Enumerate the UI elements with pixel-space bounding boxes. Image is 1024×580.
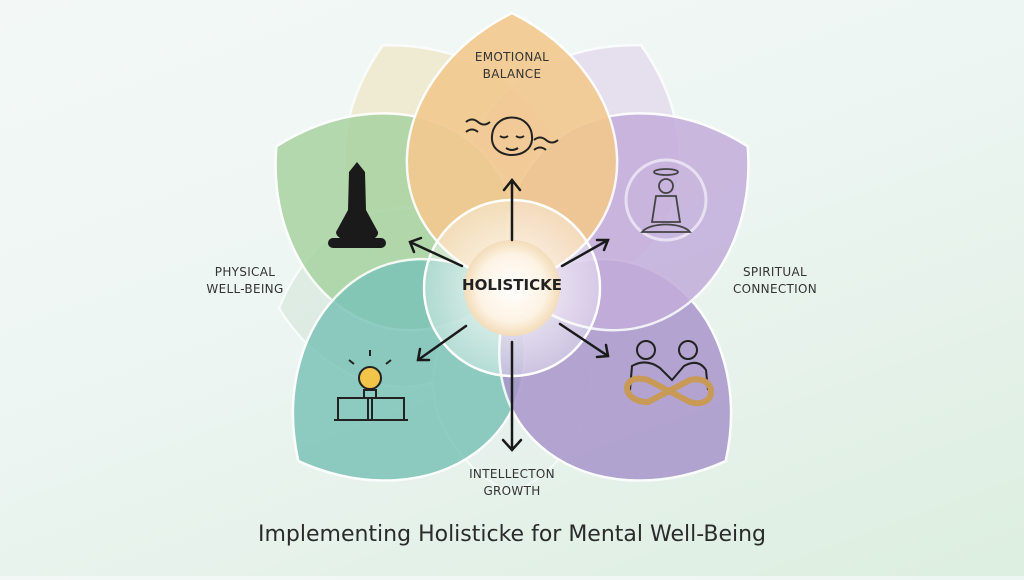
label-line: SPIRITUAL [743, 265, 807, 279]
label-physical-well-being: PHYSICAL WELL-BEING [185, 264, 305, 298]
label-intellecton-growth: INTELLECTON GROWTH [452, 466, 572, 500]
arrow-upper-right [560, 238, 610, 268]
people-infinity-icon [624, 340, 714, 407]
label-line: PHYSICAL [214, 265, 276, 279]
arrow-lower-left [416, 324, 468, 362]
arrow-upper-left [408, 236, 464, 268]
label-line: INTELLECTON [469, 467, 555, 481]
label-spiritual-connection: SPIRITUAL CONNECTION [710, 264, 840, 298]
center-label: HOLISTICKE [462, 276, 562, 294]
arrows [408, 177, 610, 452]
yoga-pose-icon [328, 162, 386, 248]
arrow-lower-right [558, 322, 610, 359]
arrow-up [502, 177, 522, 242]
label-line: BALANCE [482, 67, 542, 81]
lotus-meditation-icon [624, 158, 708, 242]
label-line: CONNECTION [732, 282, 818, 296]
label-line: WELL-BEING [206, 282, 284, 296]
arrow-down [501, 340, 523, 452]
lightbulb-book-icon [334, 350, 408, 421]
label-line: EMOTIONAL [474, 50, 550, 64]
page-title: Implementing Holisticke for Mental Well-… [257, 522, 767, 547]
label-emotional-balance: EMOTIONAL BALANCE [452, 49, 572, 83]
center-circle [464, 240, 560, 336]
label-line: GROWTH [483, 484, 541, 498]
meditating-face-icon [465, 116, 559, 156]
